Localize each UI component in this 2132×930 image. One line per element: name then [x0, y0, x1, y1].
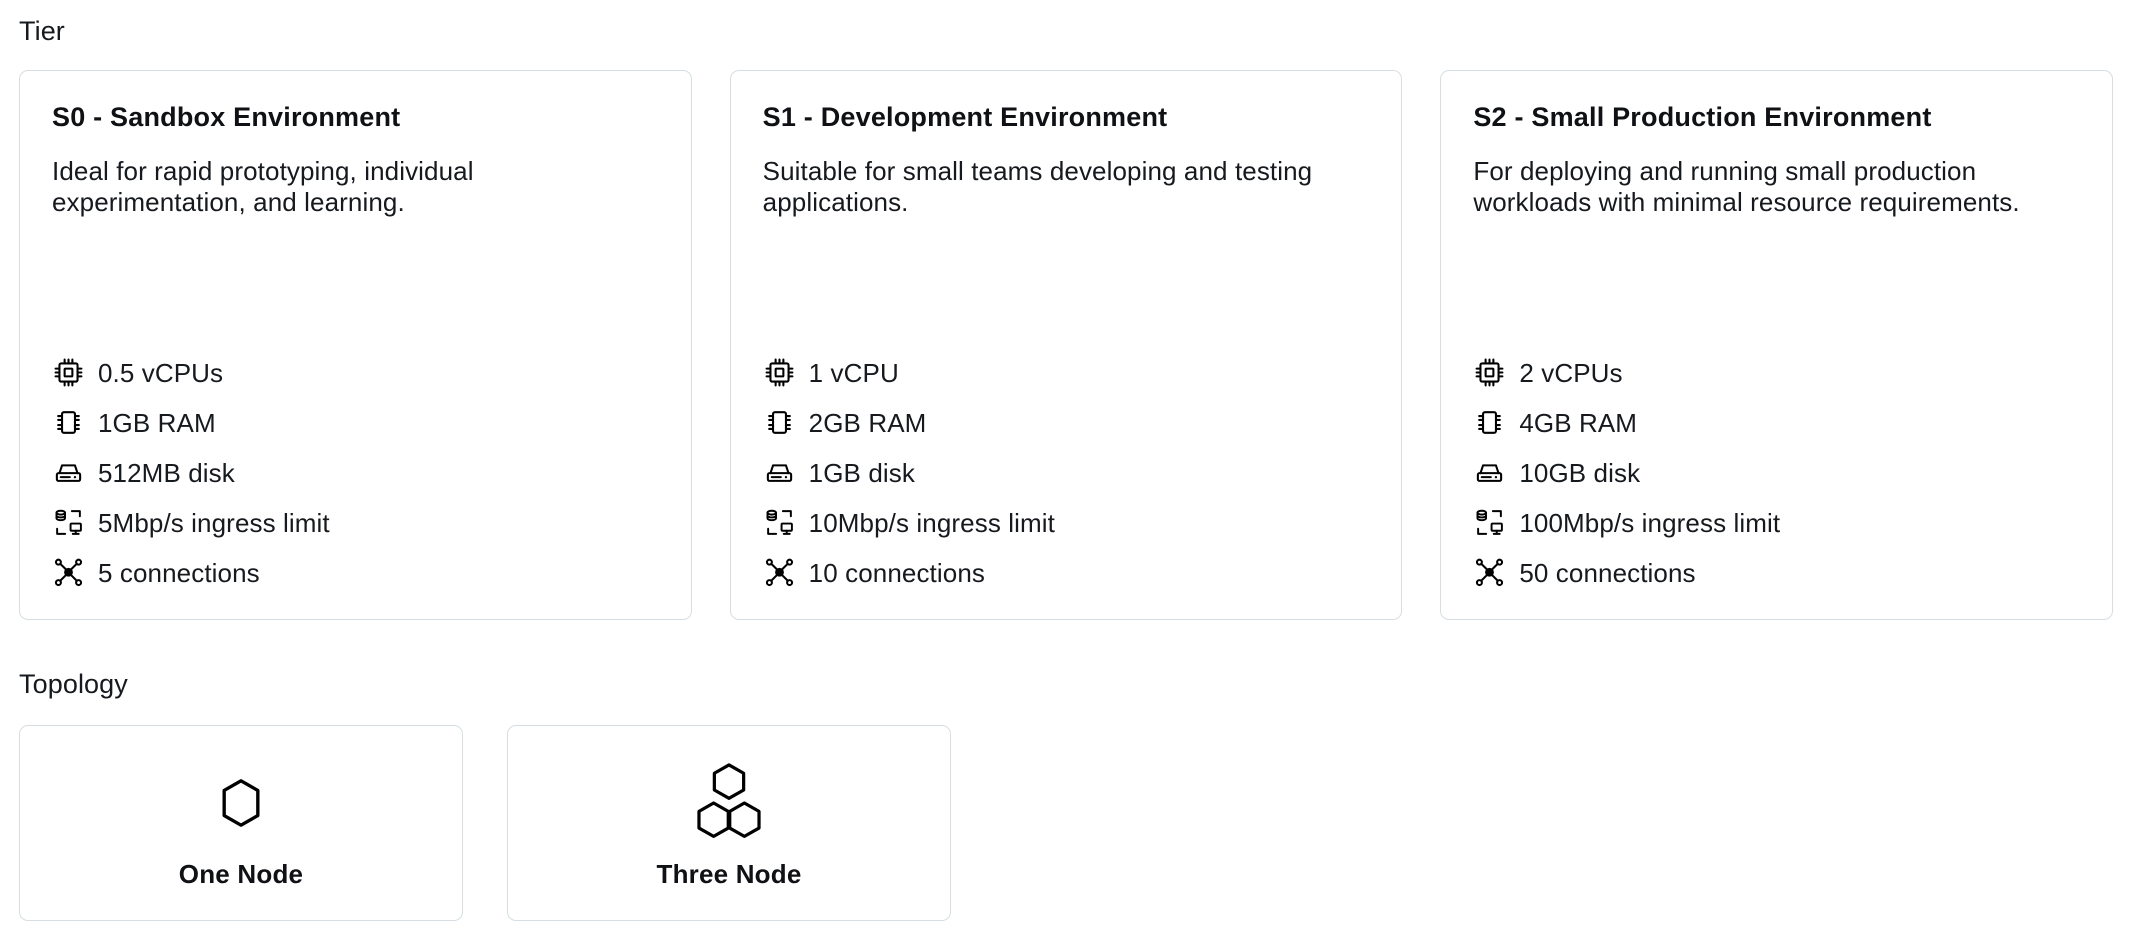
data-transfer-icon	[1473, 506, 1506, 539]
triple-hexagon-icon	[689, 762, 769, 843]
spec-row: 10GB disk	[1473, 452, 2080, 493]
cpu-icon	[1473, 356, 1506, 389]
tier-card-s0[interactable]: S0 - Sandbox Environment Ideal for rapid…	[19, 70, 692, 620]
tier-card-description: Suitable for small teams developing and …	[762, 155, 1313, 217]
spec-row: 10Mbp/s ingress limit	[763, 502, 1370, 543]
spec-text: 2 vCPUs	[1519, 357, 1623, 388]
spec-text: 5Mbp/s ingress limit	[98, 507, 330, 538]
tier-card-list: S0 - Sandbox Environment Ideal for rapid…	[19, 70, 2114, 620]
spec-text: 1GB RAM	[98, 407, 216, 438]
topology-card-label: Three Node	[656, 858, 802, 889]
connections-icon	[763, 556, 796, 589]
data-transfer-icon	[52, 506, 85, 539]
spec-text: 10Mbp/s ingress limit	[808, 507, 1055, 538]
spec-row: 100Mbp/s ingress limit	[1473, 502, 2080, 543]
spec-text: 512MB disk	[98, 457, 235, 488]
spec-text: 10 connections	[808, 557, 985, 588]
spec-text: 50 connections	[1519, 557, 1696, 588]
connections-icon	[1473, 556, 1506, 589]
spec-row: 0.5 vCPUs	[52, 352, 659, 393]
tier-card-title: S0 - Sandbox Environment	[52, 102, 401, 132]
spec-text: 1 vCPU	[808, 357, 899, 388]
tier-card-title: S1 - Development Environment	[762, 102, 1168, 132]
topology-section-label: Topology	[19, 669, 128, 699]
spec-row: 1 vCPU	[763, 352, 1370, 393]
spec-row: 50 connections	[1473, 552, 2080, 593]
memory-icon	[1473, 406, 1506, 439]
connections-icon	[52, 556, 85, 589]
cpu-icon	[763, 356, 796, 389]
spec-row: 2GB RAM	[763, 402, 1370, 443]
spec-text: 2GB RAM	[808, 407, 927, 438]
tier-spec-list: 1 vCPU 2GB RAM	[763, 342, 1370, 593]
spec-row: 4GB RAM	[1473, 402, 2080, 443]
spec-row: 5 connections	[52, 552, 659, 593]
spec-row: 1GB RAM	[52, 402, 659, 443]
spec-text: 1GB disk	[808, 457, 915, 488]
spec-text: 10GB disk	[1519, 457, 1641, 488]
spec-row: 10 connections	[763, 552, 1370, 593]
topology-card-one-node[interactable]: One Node	[19, 725, 463, 921]
single-hexagon-icon	[218, 763, 264, 843]
topology-card-list: One Node Three Node	[19, 725, 951, 921]
tier-section-label: Tier	[19, 16, 65, 46]
spec-text: 5 connections	[98, 557, 260, 588]
spec-text: 100Mbp/s ingress limit	[1519, 507, 1781, 538]
disk-icon	[1473, 456, 1506, 489]
tier-spec-list: 0.5 vCPUs 1GB RAM	[52, 342, 659, 593]
spec-row: 1GB disk	[763, 452, 1370, 493]
data-transfer-icon	[763, 506, 796, 539]
disk-icon	[52, 456, 85, 489]
disk-icon	[763, 456, 796, 489]
tier-card-s1[interactable]: S1 - Development Environment Suitable fo…	[729, 70, 1403, 620]
tier-card-description: Ideal for rapid prototyping, individual …	[52, 155, 474, 217]
spec-row: 5Mbp/s ingress limit	[52, 502, 659, 543]
cpu-icon	[52, 356, 85, 389]
tier-card-s2[interactable]: S2 - Small Production Environment For de…	[1440, 70, 2114, 620]
spec-row: 2 vCPUs	[1473, 352, 2080, 393]
tier-card-title: S2 - Small Production Environment	[1473, 102, 1932, 132]
memory-icon	[763, 406, 796, 439]
memory-icon	[52, 406, 85, 439]
spec-row: 512MB disk	[52, 452, 659, 493]
topology-card-three-node[interactable]: Three Node	[507, 725, 951, 921]
tier-card-description: For deploying and running small producti…	[1473, 155, 2020, 217]
spec-text: 0.5 vCPUs	[98, 357, 224, 388]
topology-card-label: One Node	[178, 858, 304, 889]
tier-spec-list: 2 vCPUs 4GB RAM	[1473, 342, 2080, 593]
spec-text: 4GB RAM	[1519, 407, 1638, 438]
